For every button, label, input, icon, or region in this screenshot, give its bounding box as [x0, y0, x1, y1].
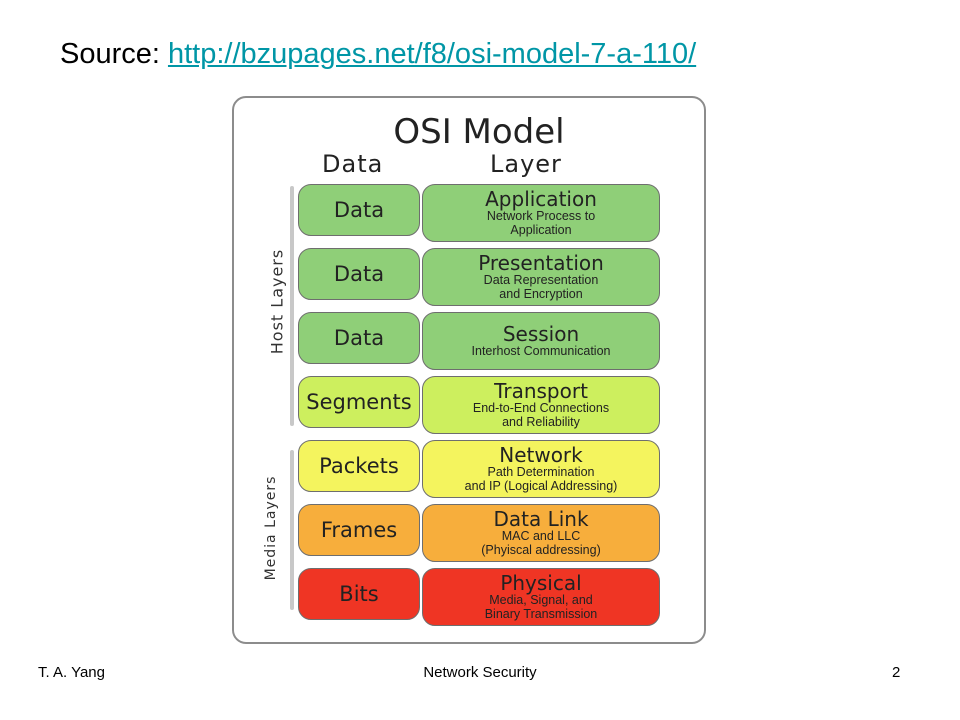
layer-name: Presentation [478, 251, 604, 276]
layer-name: Data Link [493, 507, 589, 532]
layer-description-line-1: Data Representation [483, 273, 599, 288]
layer-description-line-1: End-to-End Connections [472, 401, 610, 416]
footer-page-number: 2 [892, 664, 901, 681]
source-label: Source: [60, 38, 160, 70]
data-unit-box: Packets [298, 440, 420, 492]
data-unit-box: Data [298, 312, 420, 364]
data-unit-box: Data [298, 248, 420, 300]
layer-description-line-1: Path Determination [487, 465, 595, 480]
layer-description-line-1: Media, Signal, and [489, 593, 593, 608]
layer-row-physical: Bits Physical Media, Signal, and Binary … [234, 568, 704, 626]
data-unit-box: Data [298, 184, 420, 236]
layer-name: Network [499, 443, 583, 468]
layer-row-transport: Segments Transport End-to-End Connection… [234, 376, 704, 434]
layer-description-line-2: (Phyiscal addressing) [481, 542, 601, 557]
layer-name: Application [485, 187, 597, 212]
data-column-header: Data [322, 150, 384, 178]
data-unit-box: Bits [298, 568, 420, 620]
layer-description-line-2: Binary Transmission [484, 606, 598, 621]
layer-column-header: Layer [490, 150, 562, 178]
layer-row-session: Data Session Interhost Communication [234, 312, 704, 370]
footer-course: Network Security [423, 664, 537, 681]
data-unit-box: Frames [298, 504, 420, 556]
layer-box: Network Path Determination and IP (Logic… [422, 440, 660, 498]
layer-description-line-2: and Reliability [502, 414, 580, 429]
source-line: Source:http://bzupages.net/f8/osi-model-… [60, 38, 696, 71]
layer-row-data-link: Frames Data Link MAC and LLC (Phyiscal a… [234, 504, 704, 562]
layer-box: Session Interhost Communication [422, 312, 660, 370]
layer-description-line-2: and Encryption [499, 286, 583, 301]
layer-description-line-1: Network Process to [486, 209, 596, 224]
source-link[interactable]: http://bzupages.net/f8/osi-model-7-a-110… [167, 38, 697, 70]
layer-description-line-1: Interhost Communication [471, 343, 611, 358]
data-unit-box: Segments [298, 376, 420, 428]
layer-box: Data Link MAC and LLC (Phyiscal addressi… [422, 504, 660, 562]
media-layers-bracket [290, 450, 294, 610]
osi-diagram: OSI Model Data Layer Host Layers Media L… [232, 96, 706, 644]
layer-description-line-1: MAC and LLC [501, 529, 581, 544]
footer-author: T. A. Yang [38, 664, 105, 681]
layer-name: Physical [500, 571, 582, 596]
host-layers-bracket [290, 186, 294, 426]
layer-description-line-2: and IP (Logical Addressing) [464, 478, 618, 493]
layer-box: Application Network Process to Applicati… [422, 184, 660, 242]
layer-row-network: Packets Network Path Determination and I… [234, 440, 704, 498]
layer-box: Presentation Data Representation and Enc… [422, 248, 660, 306]
layer-name: Session [502, 321, 580, 346]
layer-box: Transport End-to-End Connections and Rel… [422, 376, 660, 434]
diagram-title: OSI Model [393, 112, 565, 152]
layer-name: Transport [494, 379, 588, 404]
layer-row-application: Data Application Network Process to Appl… [234, 184, 704, 242]
layer-description-line-2: Application [510, 222, 572, 237]
layer-box: Physical Media, Signal, and Binary Trans… [422, 568, 660, 626]
layer-row-presentation: Data Presentation Data Representation an… [234, 248, 704, 306]
